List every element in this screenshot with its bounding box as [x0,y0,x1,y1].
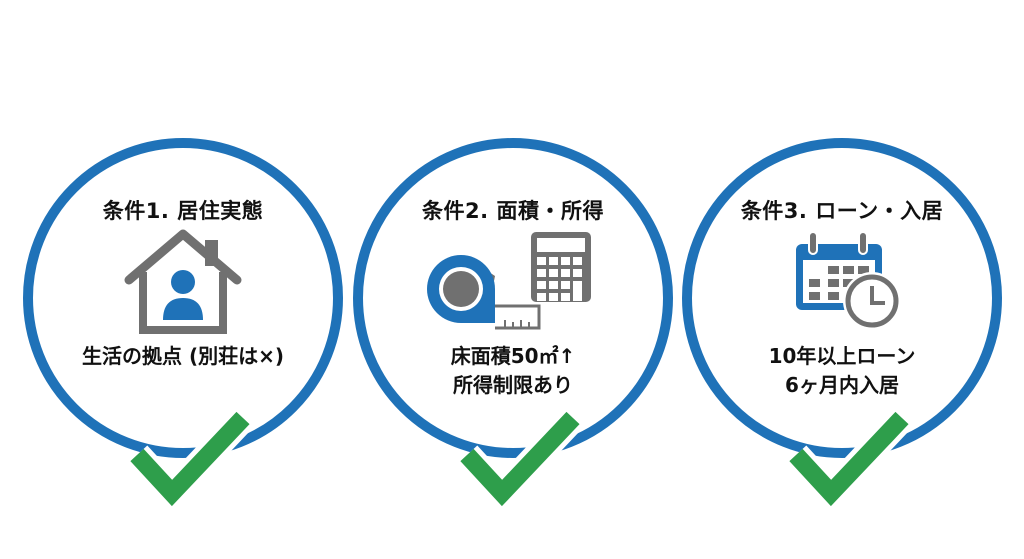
condition-description: 生活の拠点 (別荘は×) [13,342,353,371]
condition-line: 床面積50㎡↑ [450,344,576,368]
check-icon [785,408,913,514]
condition-card-3: 条件3. ローン・入居 10年以上ローン 6ヶ月内入居 [672,0,1012,559]
condition-line: 所得制限あり [453,373,573,397]
condition-title: 条件1. 居住実態 [102,199,264,223]
condition-title: 条件2. 面積・所得 [422,199,604,223]
condition-description: 床面積50㎡↑ 所得制限あり [343,342,683,400]
check-icon [126,408,254,514]
ring-circle [23,138,343,458]
tape-measure-calculator-icon [427,232,591,330]
ring-circle [353,138,673,458]
condition-line: 6ヶ月内入居 [785,373,899,397]
condition-card-1: 条件1. 居住実態 生活の拠点 (別荘は×) [13,0,353,559]
condition-description: 10年以上ローン 6ヶ月内入居 [672,342,1012,400]
check-icon [456,408,584,514]
condition-card-2: 条件2. 面積・所得 床面積50㎡↑ 所得制限あり [343,0,683,559]
condition-title: 条件3. ローン・入居 [740,199,944,223]
house-person-icon [124,229,242,334]
condition-line: 10年以上ローン [768,344,916,368]
condition-line: 生活の拠点 (別荘は×) [81,344,284,368]
ring-circle [682,138,1002,458]
calendar-clock-icon [796,231,901,330]
